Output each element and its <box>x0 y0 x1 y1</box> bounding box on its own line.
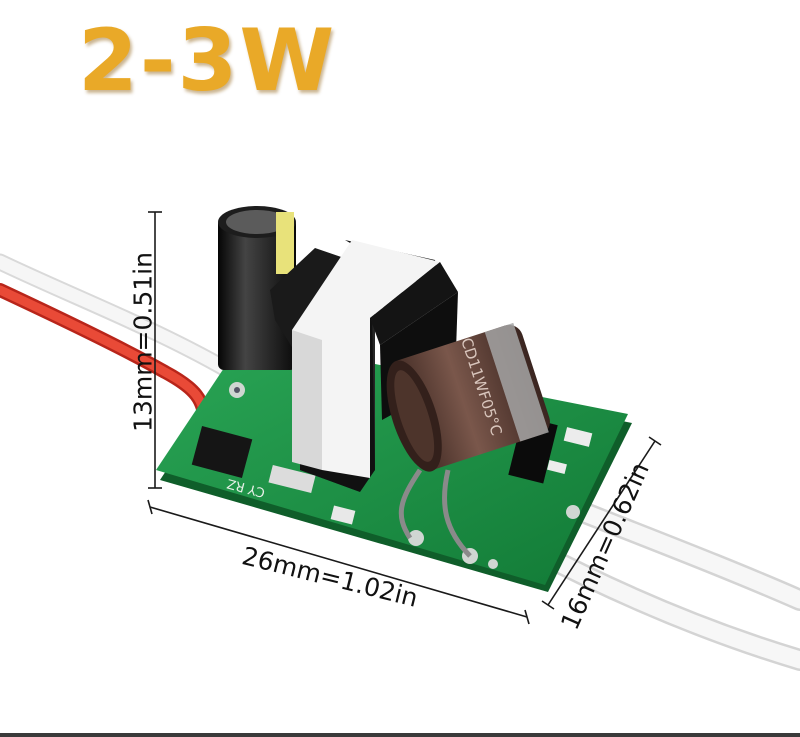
black-capacitor <box>218 206 296 370</box>
brown-capacitor: CD11WF05°C <box>386 322 550 558</box>
bottom-divider <box>0 733 800 737</box>
width-dimension-line <box>547 440 656 606</box>
length-dimension-line <box>149 506 528 618</box>
input-wires <box>0 253 247 432</box>
transformer-core <box>292 240 440 478</box>
dimension-lines <box>147 211 662 625</box>
height-dimension-label: 13mm=0.51in <box>128 252 158 432</box>
product-title: 2-3W <box>78 11 337 111</box>
